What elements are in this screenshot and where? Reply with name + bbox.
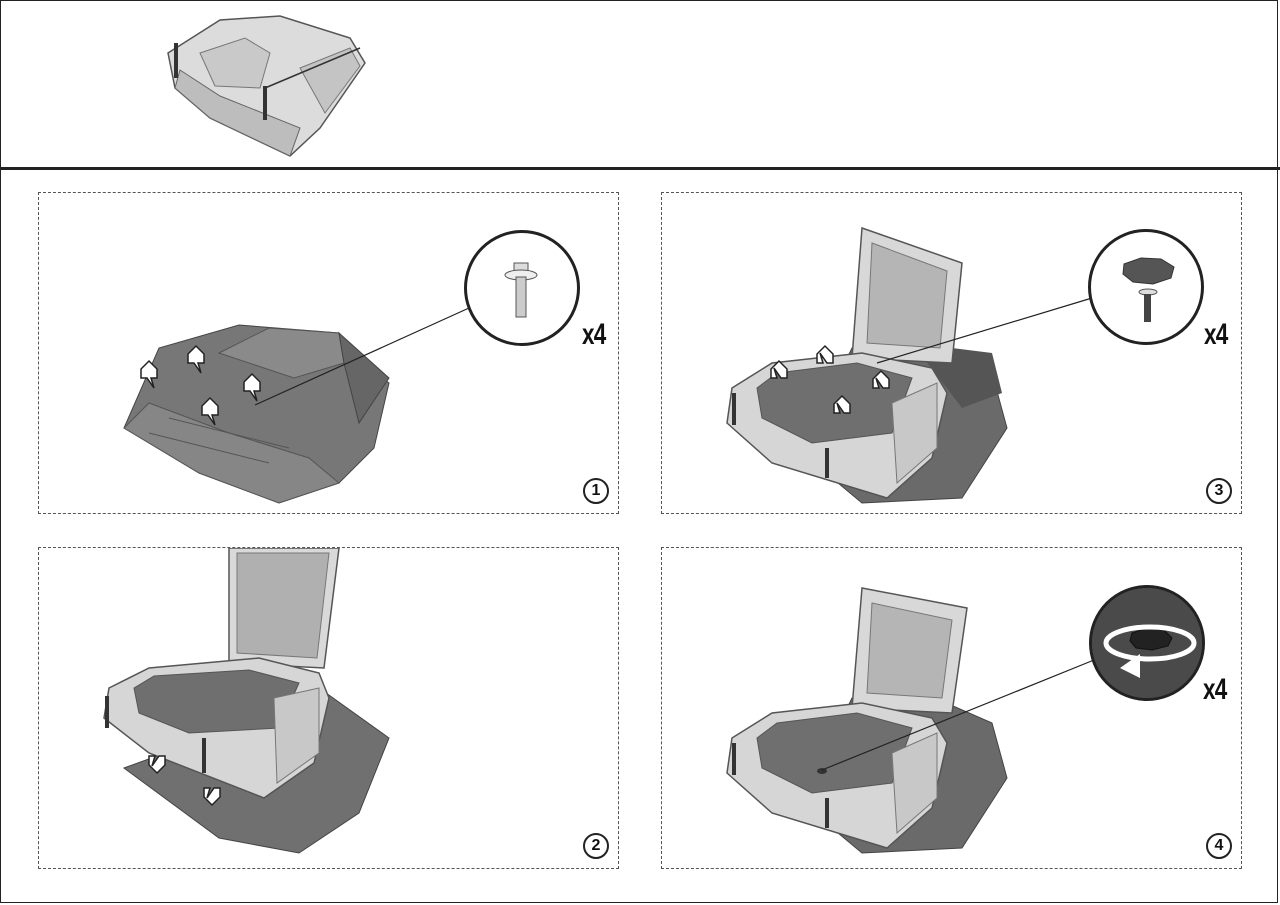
header-overview [0,0,1280,170]
base-plate-illustration [123,307,470,504]
step-3-quantity: x4 [1204,318,1228,351]
step-1-quantity: x4 [582,318,606,351]
box-lowering-illustration [103,548,390,854]
box-open-illustration [726,226,1093,504]
step-1-number: 1 [583,478,609,504]
box-fastened-illustration [726,587,1095,854]
step-2-number: 2 [583,833,609,859]
tighten-rotate-icon [1092,588,1202,698]
storage-box-illustration [167,15,366,157]
step-3-callout [1088,229,1204,345]
knob-fastener-icon [1122,257,1175,322]
step-1-panel: x4 1 [38,192,619,514]
flange-bolt-icon [504,262,538,318]
step-4-panel: x4 4 [661,547,1242,869]
step-3-number: 3 [1206,478,1232,504]
step-1-callout [464,230,580,346]
step-4-callout [1089,585,1205,701]
step-4-number: 4 [1206,833,1232,859]
step-3-panel: x4 3 [661,192,1242,514]
step-4-quantity: x4 [1203,673,1227,706]
step-2-panel: 2 [38,547,619,869]
